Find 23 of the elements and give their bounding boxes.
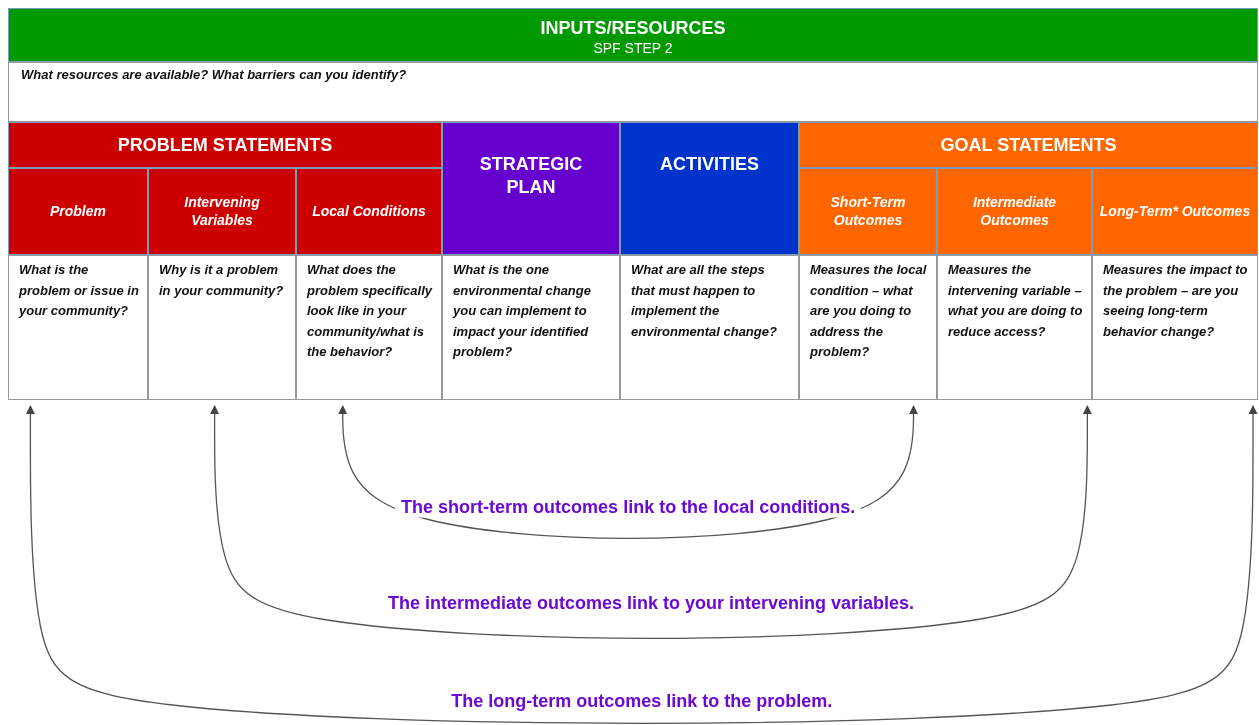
curved-arrow: [338, 405, 919, 539]
table-cell: What does the problem specifically look like in your community/what is the behavior?: [296, 255, 442, 400]
section-header: PROBLEM STATEMENTS: [8, 122, 442, 168]
column-header: Local Conditions: [296, 168, 442, 255]
question-row: What resources are available? What barriers can you identify?: [8, 62, 1258, 122]
table-cell: What are all the steps that must happen to implement the environmental change?: [620, 255, 799, 400]
table-cell: Why is it a problem in your community?: [148, 255, 296, 400]
curved-arrow: [25, 405, 1258, 724]
column-header: Problem: [8, 168, 148, 255]
table-cell: Measures the local condition – what are you doing to address the problem?: [799, 255, 937, 400]
column-header: STRATEGIC PLAN: [442, 122, 620, 255]
column-header: Long-Term* Outcomes: [1092, 168, 1258, 255]
column-header: Intermediate Outcomes: [937, 168, 1092, 255]
header-band: INPUTS/RESOURCES SPF STEP 2: [8, 8, 1258, 62]
table-cell: What is the problem or issue in your community?: [8, 255, 148, 400]
column-header: Intervening Variables: [148, 168, 296, 255]
table-cell: Measures the intervening variable – what you are doing to reduce access?: [937, 255, 1092, 400]
table-cell: Measures the impact to the problem – are you seeing long-term behavior change?: [1092, 255, 1258, 400]
table-cell: What is the one environmental change you can implement to impact your identified problem?: [442, 255, 620, 400]
column-header: ACTIVITIES: [620, 122, 799, 255]
column-header: Short-Term Outcomes: [799, 168, 937, 255]
section-header: GOAL STATEMENTS: [799, 122, 1258, 168]
curved-arrow: [210, 405, 1092, 639]
